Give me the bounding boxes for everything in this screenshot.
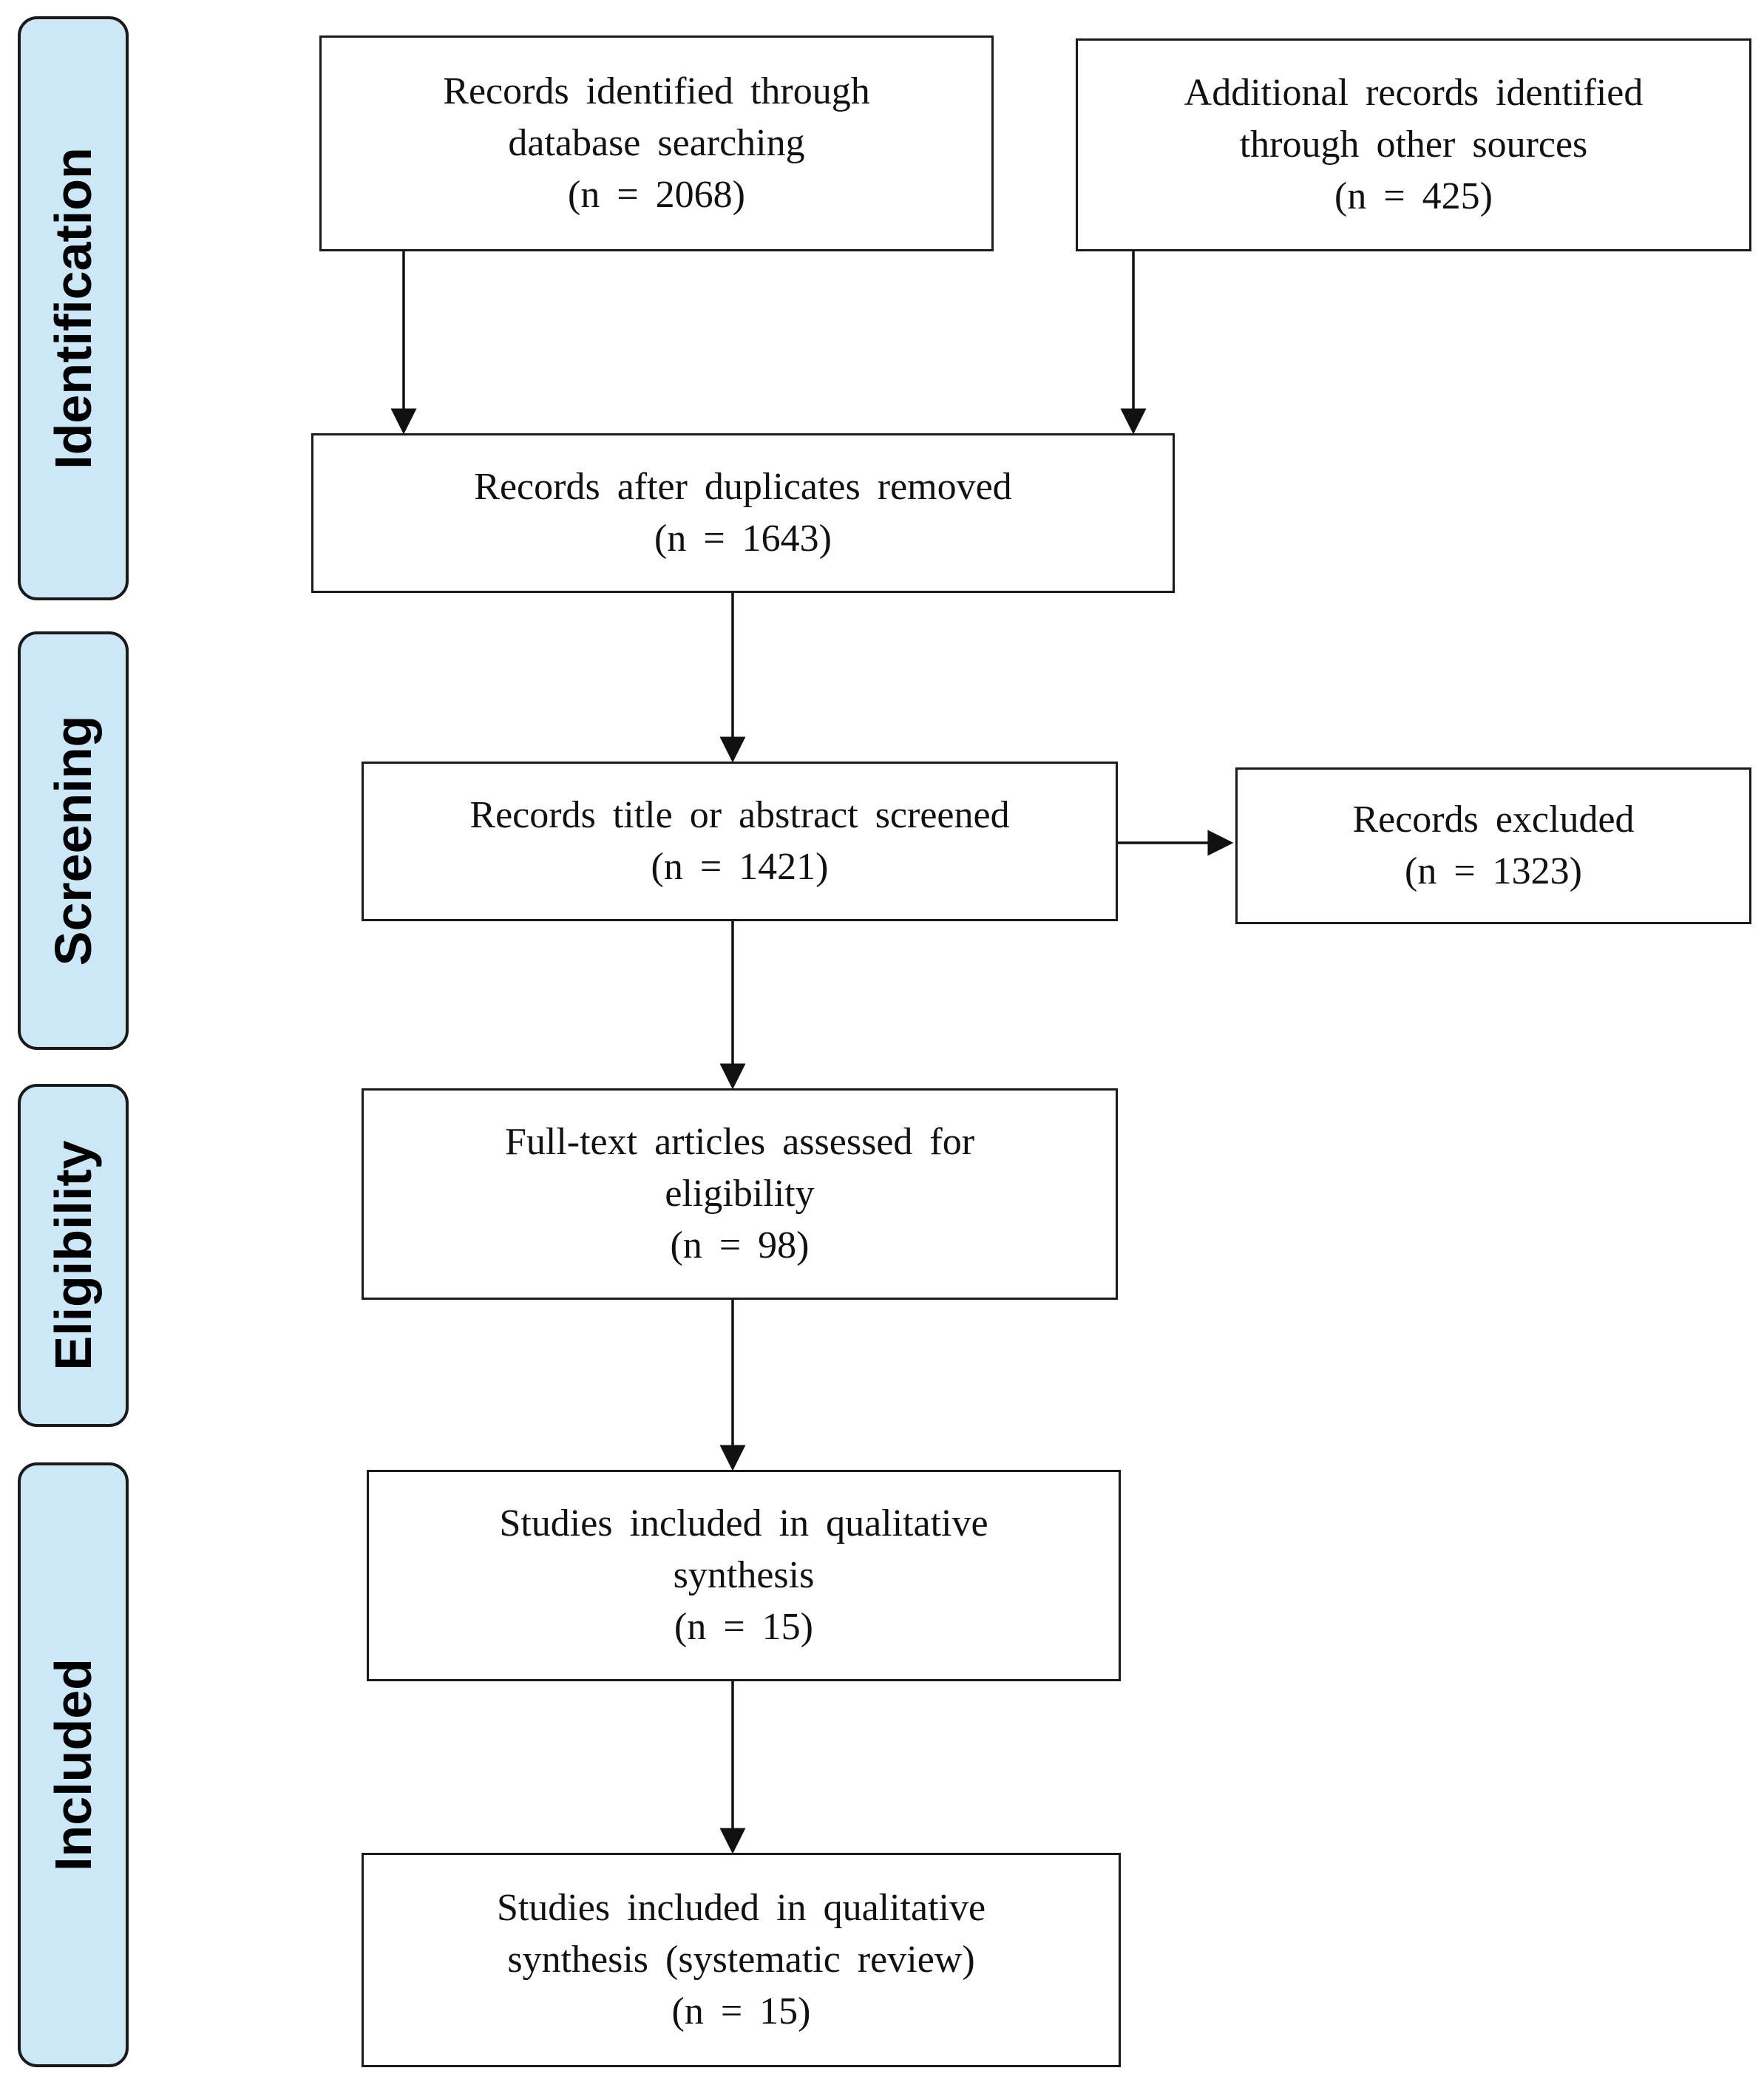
box-excluded-count: (n = 1323)	[1405, 850, 1582, 892]
stage-screening: Screening	[18, 631, 129, 1050]
box-fulltext-count: (n = 98)	[670, 1224, 810, 1267]
box-excluded-line1: Records excluded	[1352, 798, 1635, 841]
stage-included: Included	[18, 1462, 129, 2067]
box-review-line1: Studies included in qualitative	[496, 1887, 986, 1929]
box-database-records: Records identified through database sear…	[319, 35, 994, 251]
box-systematic-review: Studies included in qualitative synthesi…	[362, 1853, 1121, 2067]
box-fulltext-line1: Full-text articles assessed for	[504, 1121, 975, 1163]
stage-identification: Identification	[18, 16, 129, 600]
box-database-line1: Records identified through	[443, 70, 870, 112]
box-database-count: (n = 2068)	[568, 174, 745, 216]
box-fulltext-line2: eligibility	[665, 1173, 815, 1215]
box-qualitative-line1: Studies included in qualitative	[499, 1502, 988, 1544]
box-other-line2: through other sources	[1239, 123, 1588, 166]
box-full-text: Full-text articles assessed for eligibil…	[362, 1088, 1118, 1300]
box-database-line2: database searching	[508, 122, 805, 164]
box-review-count: (n = 15)	[671, 1990, 811, 2032]
box-other-count: (n = 425)	[1334, 175, 1493, 217]
box-excluded: Records excluded (n = 1323)	[1235, 767, 1751, 924]
box-qualitative: Studies included in qualitative synthesi…	[367, 1470, 1121, 1681]
box-review-line2: synthesis (systematic review)	[507, 1939, 975, 1981]
box-screened-count: (n = 1421)	[651, 846, 829, 888]
box-screened-line1: Records title or abstract screened	[469, 794, 1010, 836]
box-screened: Records title or abstract screened (n = …	[362, 762, 1118, 921]
box-duplicates-removed: Records after duplicates removed (n = 16…	[311, 433, 1175, 593]
box-qualitative-line2: synthesis	[673, 1554, 815, 1596]
stage-eligibility: Eligibility	[18, 1084, 129, 1427]
box-qualitative-count: (n = 15)	[674, 1606, 813, 1648]
box-duplicates-line1: Records after duplicates removed	[474, 466, 1012, 508]
box-other-sources: Additional records identified through ot…	[1076, 38, 1751, 251]
box-other-line1: Additional records identified	[1184, 72, 1643, 114]
box-duplicates-count: (n = 1643)	[654, 518, 832, 560]
